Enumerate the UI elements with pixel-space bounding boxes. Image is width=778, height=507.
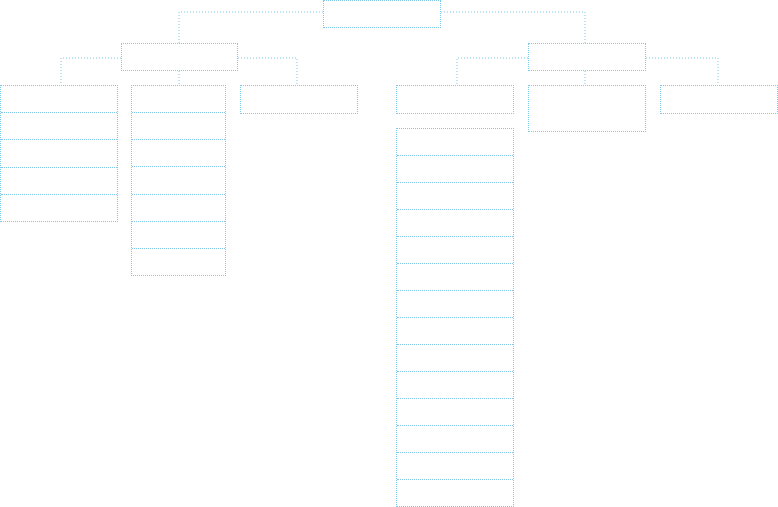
right-branch-child-stack (396, 128, 514, 507)
connector-line (60, 57, 121, 85)
connector-line (441, 11, 586, 43)
stack-cell (397, 372, 513, 399)
connector-line (646, 57, 719, 85)
stack-cell (1, 168, 117, 195)
stack-cell (132, 167, 225, 195)
stack-cell (397, 345, 513, 372)
stack-cell (397, 318, 513, 345)
stack-cell (1, 86, 117, 114)
stack-cell (397, 453, 513, 480)
left-branch-node (121, 43, 238, 71)
stack-cell (397, 156, 513, 183)
stack-cell (397, 264, 513, 291)
stack-cell (397, 183, 513, 210)
stack-cell (1, 113, 117, 141)
connector-line (178, 11, 323, 43)
right-branch-leaf-node (660, 85, 778, 114)
stack-cell (132, 195, 225, 222)
right-branch-header-node (396, 85, 514, 114)
stack-cell (132, 249, 225, 275)
connector-line (456, 57, 528, 85)
stack-cell (397, 426, 513, 453)
stack-cell (132, 113, 225, 141)
stack-cell (132, 86, 225, 114)
stack-cell (1, 195, 117, 221)
root-node (323, 0, 441, 28)
stack-cell (397, 291, 513, 318)
left-branch-leaf-node (240, 85, 358, 114)
stack-cell (132, 222, 225, 249)
stack-cell (1, 140, 117, 168)
right-branch-middle-node (528, 85, 646, 132)
stack-cell (397, 399, 513, 426)
stack-cell (397, 129, 513, 156)
left-branch-child-stack-a (0, 85, 118, 222)
right-branch-node (528, 43, 646, 71)
stack-cell (132, 140, 225, 168)
connector-line (238, 57, 298, 85)
left-branch-child-stack-b (131, 85, 226, 276)
stack-cell (397, 237, 513, 264)
stack-cell (397, 480, 513, 506)
stack-cell (397, 210, 513, 237)
